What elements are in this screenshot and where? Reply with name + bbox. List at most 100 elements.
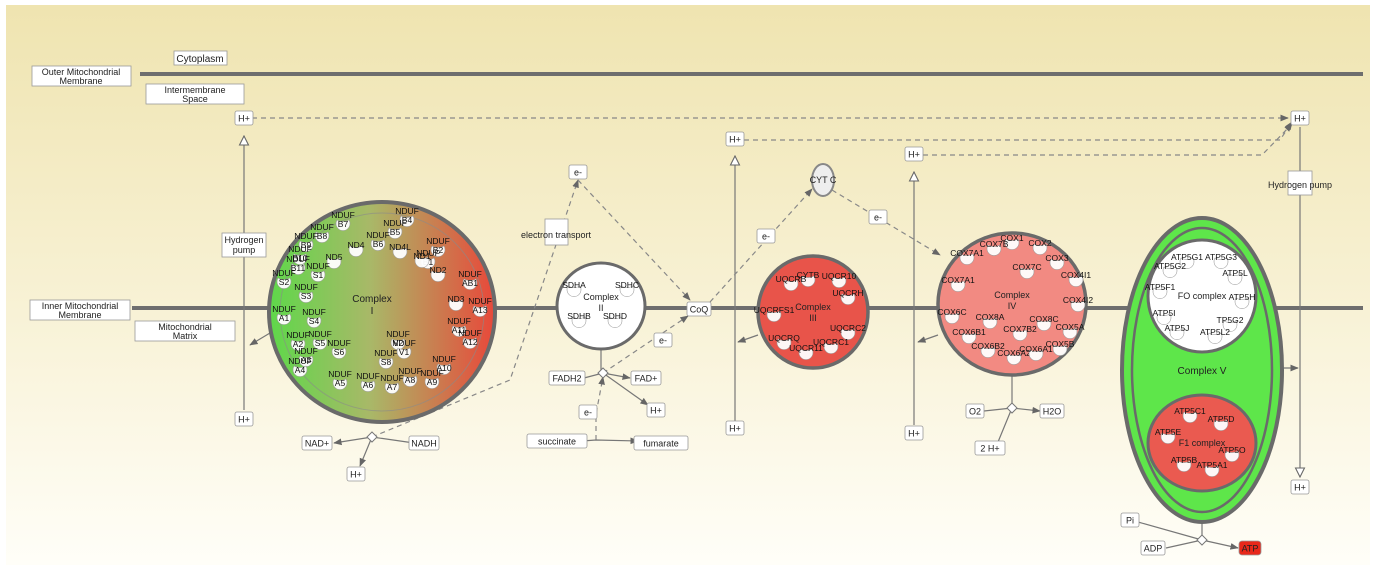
h-plus-node[interactable]: H+ (904, 425, 924, 441)
h-plus-node[interactable]: H+ (346, 466, 366, 482)
gene-subunit[interactable]: UQCR10 (822, 271, 857, 288)
cytochrome-c[interactable]: CYT C (810, 163, 837, 197)
succinate-node[interactable]: succinate (526, 433, 588, 449)
h2o-node[interactable]: H2O (1039, 403, 1065, 419)
gene-subunit[interactable]: COX6A2 (997, 348, 1031, 365)
gene-subunit[interactable]: COX5A (1056, 322, 1085, 339)
gene-subunit[interactable]: ND5 (325, 252, 343, 269)
h-plus-node[interactable]: H+ (725, 131, 745, 147)
gene-subunit[interactable]: COX6A1 (1019, 344, 1053, 361)
gene-subunit[interactable]: UQCRH (832, 288, 864, 305)
gene-subunit[interactable]: ND4 (347, 240, 365, 257)
gene-subunit[interactable]: ATP5C1 (1174, 406, 1206, 423)
electron-node[interactable]: e- (756, 228, 776, 244)
fumarate-node[interactable]: fumarate (633, 435, 689, 451)
electron-node[interactable]: e- (868, 209, 888, 225)
h-plus-node[interactable]: H+ (646, 402, 666, 418)
gene-subunit[interactable]: COX4I2 (1063, 295, 1094, 312)
nadh-node[interactable]: NADH (408, 435, 440, 451)
gene-subunit[interactable]: ATP5F1 (1145, 282, 1176, 299)
gene-subunit[interactable]: ATP5G2 (1154, 261, 1186, 278)
h-plus-node[interactable]: H+ (725, 420, 745, 436)
gene-subunit[interactable]: ATP5G1 (1171, 252, 1203, 269)
complex-i[interactable]: Complex I NDUFB7NDUFB4NDUFB8NDUFB5NDUFB9… (267, 200, 497, 424)
gene-subunit[interactable]: COX1 (1000, 233, 1024, 250)
h-plus-node[interactable]: H+ (234, 110, 254, 126)
gene-subunit[interactable]: CYTB (797, 270, 820, 287)
gene-subunit[interactable]: SDHA (562, 280, 586, 297)
nad-node[interactable]: NAD+ (301, 435, 333, 451)
gene-subunit[interactable]: ATP5O (1218, 445, 1246, 462)
gene-subunit[interactable]: UQCR11 (789, 343, 823, 360)
gene-subunit[interactable]: UQCRC1 (813, 337, 849, 354)
gene-subunit[interactable]: UQCRB (776, 274, 807, 291)
gene-subunit[interactable]: SDHD (603, 311, 627, 328)
gene-subunit[interactable]: COX6B1 (952, 327, 986, 344)
gene-subunit[interactable]: UQCRQ (768, 333, 800, 350)
electron-node[interactable]: e- (568, 164, 588, 180)
two-h-plus-node[interactable]: 2 H+ (974, 440, 1006, 456)
fad-node[interactable]: FAD+ (630, 370, 662, 386)
gene-subunit[interactable]: UQCRC2 (830, 323, 866, 340)
gene-subunit[interactable]: UQCRFS1 (754, 305, 795, 322)
h-plus-node[interactable]: H+ (1290, 479, 1310, 495)
gene-subunit[interactable]: ATP5L (1222, 268, 1248, 285)
atp-node[interactable]: ATP (1238, 540, 1262, 556)
f1-complex[interactable]: F1 complex ATP5C1ATP5DATP5EATP5BATP5OATP… (1146, 393, 1258, 493)
gene-subunit[interactable]: ND4L (389, 242, 411, 259)
gene-subunit[interactable]: COX7C (1012, 262, 1042, 279)
gene-subunit[interactable]: COX3 (1045, 253, 1069, 270)
gene-subunit[interactable]: TP5G2 (1217, 315, 1244, 332)
gene-subunit[interactable]: ND3 (447, 294, 465, 311)
gene-subunit[interactable]: COX8C (1029, 314, 1059, 331)
gene-subunit[interactable]: ND2 (429, 265, 447, 282)
gene-subunit[interactable]: ATP5I (1153, 308, 1176, 325)
h-plus-node[interactable]: H+ (234, 411, 254, 427)
gene-subunit[interactable]: ATP5B (1171, 455, 1198, 472)
gene-subunit[interactable]: COX4I1 (1061, 270, 1092, 287)
electron-node[interactable]: e- (653, 332, 673, 348)
gene-subunit[interactable]: COX7B (980, 239, 1009, 256)
coq-node[interactable]: CoQ (686, 301, 712, 317)
h-plus-node[interactable]: H+ (904, 146, 924, 162)
gene-subunit[interactable]: SDHB (567, 311, 591, 328)
pi-node[interactable]: Pi (1120, 512, 1140, 528)
fadh2-node[interactable]: FADH2 (548, 370, 586, 386)
gene-subunit[interactable]: COX7A1 (950, 248, 984, 265)
gene-subunit[interactable]: COX7A1 (941, 275, 975, 292)
gene-subunit[interactable]: ATP5H (1229, 292, 1256, 309)
